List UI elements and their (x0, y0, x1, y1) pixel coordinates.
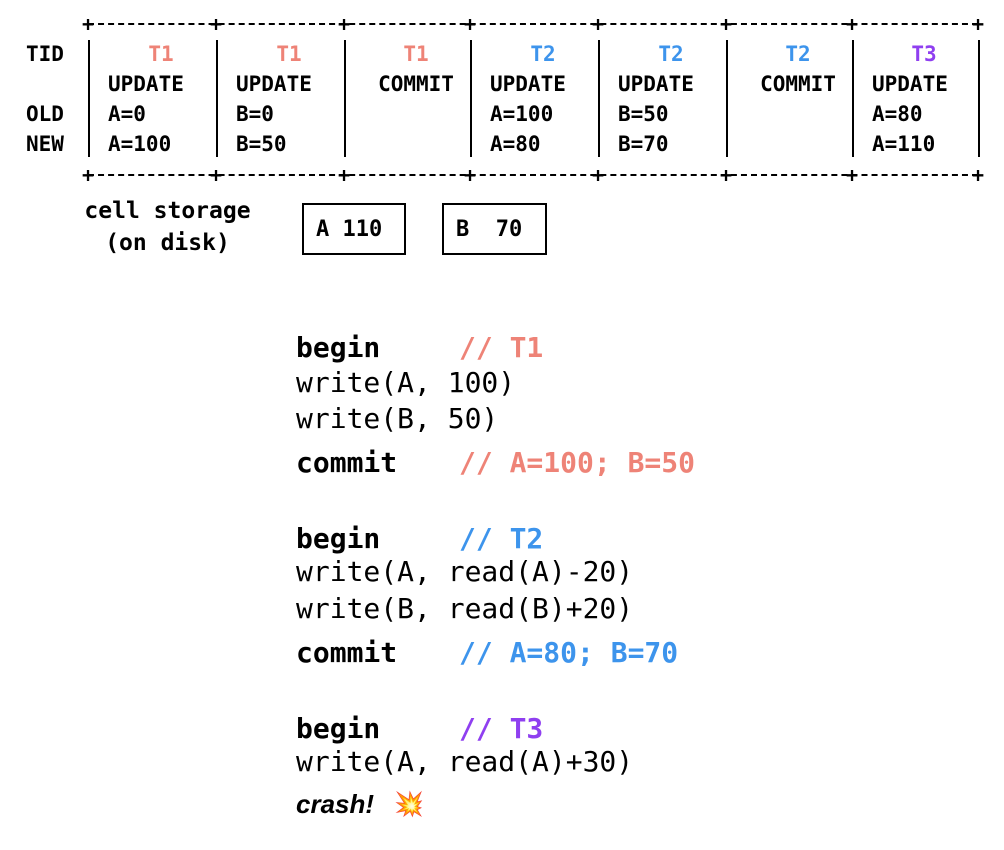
log-bottom-corner-7: + (971, 163, 985, 187)
log-top-corner-6: + (845, 12, 859, 36)
log-entry-5-type: UPDATE (618, 72, 694, 96)
log-entry-2-type: UPDATE (236, 72, 312, 96)
log-entry-2-tid: T1 (276, 42, 302, 66)
log-bottom-border (88, 174, 978, 176)
t1-commit: commit (296, 446, 398, 479)
log-top-corner-7: + (971, 12, 985, 36)
t3-crash: crash! (296, 789, 375, 819)
log-entry-4-type: UPDATE (490, 72, 566, 96)
cell-storage-label-line1: cell storage (84, 198, 251, 224)
log-entry-7-new: A=110 (872, 132, 936, 156)
log-top-corner-4: + (591, 12, 605, 36)
log-entry-5-tid: T2 (658, 42, 684, 66)
t1-begin: begin (296, 331, 381, 364)
row-label-new: NEW (26, 132, 64, 156)
log-column-separator-7 (978, 40, 980, 157)
log-entry-7-old: A=80 (872, 102, 923, 126)
log-bottom-corner-0: + (81, 163, 95, 187)
log-entry-3-type: COMMIT (378, 72, 454, 96)
cell-storage-label: cell storage (on disk) (60, 195, 275, 259)
cell-storage-label-line2: (on disk) (105, 230, 230, 256)
log-column-separator-2 (344, 40, 346, 157)
log-entry-3-tid: T1 (403, 42, 429, 66)
log-entry-1-type: UPDATE (108, 72, 184, 96)
log-bottom-corner-6: + (845, 163, 859, 187)
log-top-corner-3: + (463, 12, 477, 36)
log-entry-2-old: B=0 (236, 102, 274, 126)
t1-begin-comment: // T1 (459, 331, 544, 364)
row-label-old: OLD (26, 102, 64, 126)
log-bottom-corner-2: + (337, 163, 351, 187)
t3-begin-comment: // T3 (459, 712, 544, 745)
t2-write-b: write(B, read(B)+20) (296, 592, 634, 625)
t2-commit: commit (296, 636, 398, 669)
log-top-corner-1: + (209, 12, 223, 36)
t2-commit-comment: // A=80; B=70 (459, 636, 679, 669)
log-entry-7-tid: T3 (911, 42, 937, 66)
log-column-separator-0 (88, 40, 90, 157)
log-entry-1-old: A=0 (108, 102, 146, 126)
log-column-separator-4 (598, 40, 600, 157)
log-entry-6-tid: T2 (785, 42, 811, 66)
t3-write-a: write(A, read(A)+30) (296, 745, 634, 778)
t1-write-b: write(B, 50) (296, 402, 499, 435)
t3-begin: begin (296, 712, 381, 745)
storage-cell-b: B 70 (442, 203, 547, 255)
log-entry-5-old: B=50 (618, 102, 669, 126)
explosion-icon: 💥 (394, 790, 424, 818)
log-entry-4-new: A=80 (490, 132, 541, 156)
log-bottom-corner-1: + (209, 163, 223, 187)
log-top-border (88, 23, 978, 25)
log-entry-7-type: UPDATE (872, 72, 948, 96)
log-entry-2-new: B=50 (236, 132, 287, 156)
t1-write-a: write(A, 100) (296, 366, 516, 399)
log-entry-1-tid: T1 (148, 42, 174, 66)
log-bottom-corner-4: + (591, 163, 605, 187)
log-top-corner-2: + (337, 12, 351, 36)
log-entry-1-new: A=100 (108, 132, 172, 156)
t2-write-a: write(A, read(A)-20) (296, 555, 634, 588)
log-entry-4-old: A=100 (490, 102, 554, 126)
row-label-tid: TID (26, 42, 64, 66)
log-column-separator-6 (852, 40, 854, 157)
t1-commit-comment: // A=100; B=50 (459, 446, 696, 479)
t2-begin: begin (296, 522, 381, 555)
t2-begin-comment: // T2 (459, 522, 544, 555)
log-top-corner-5: + (719, 12, 733, 36)
log-top-corner-0: + (81, 12, 95, 36)
log-column-separator-5 (726, 40, 728, 157)
log-bottom-corner-5: + (719, 163, 733, 187)
log-column-separator-3 (470, 40, 472, 157)
log-entry-4-tid: T2 (530, 42, 556, 66)
log-entry-6-type: COMMIT (760, 72, 836, 96)
log-column-separator-1 (216, 40, 218, 157)
log-bottom-corner-3: + (463, 163, 477, 187)
log-entry-5-new: B=70 (618, 132, 669, 156)
storage-cell-a: A 110 (302, 203, 406, 255)
